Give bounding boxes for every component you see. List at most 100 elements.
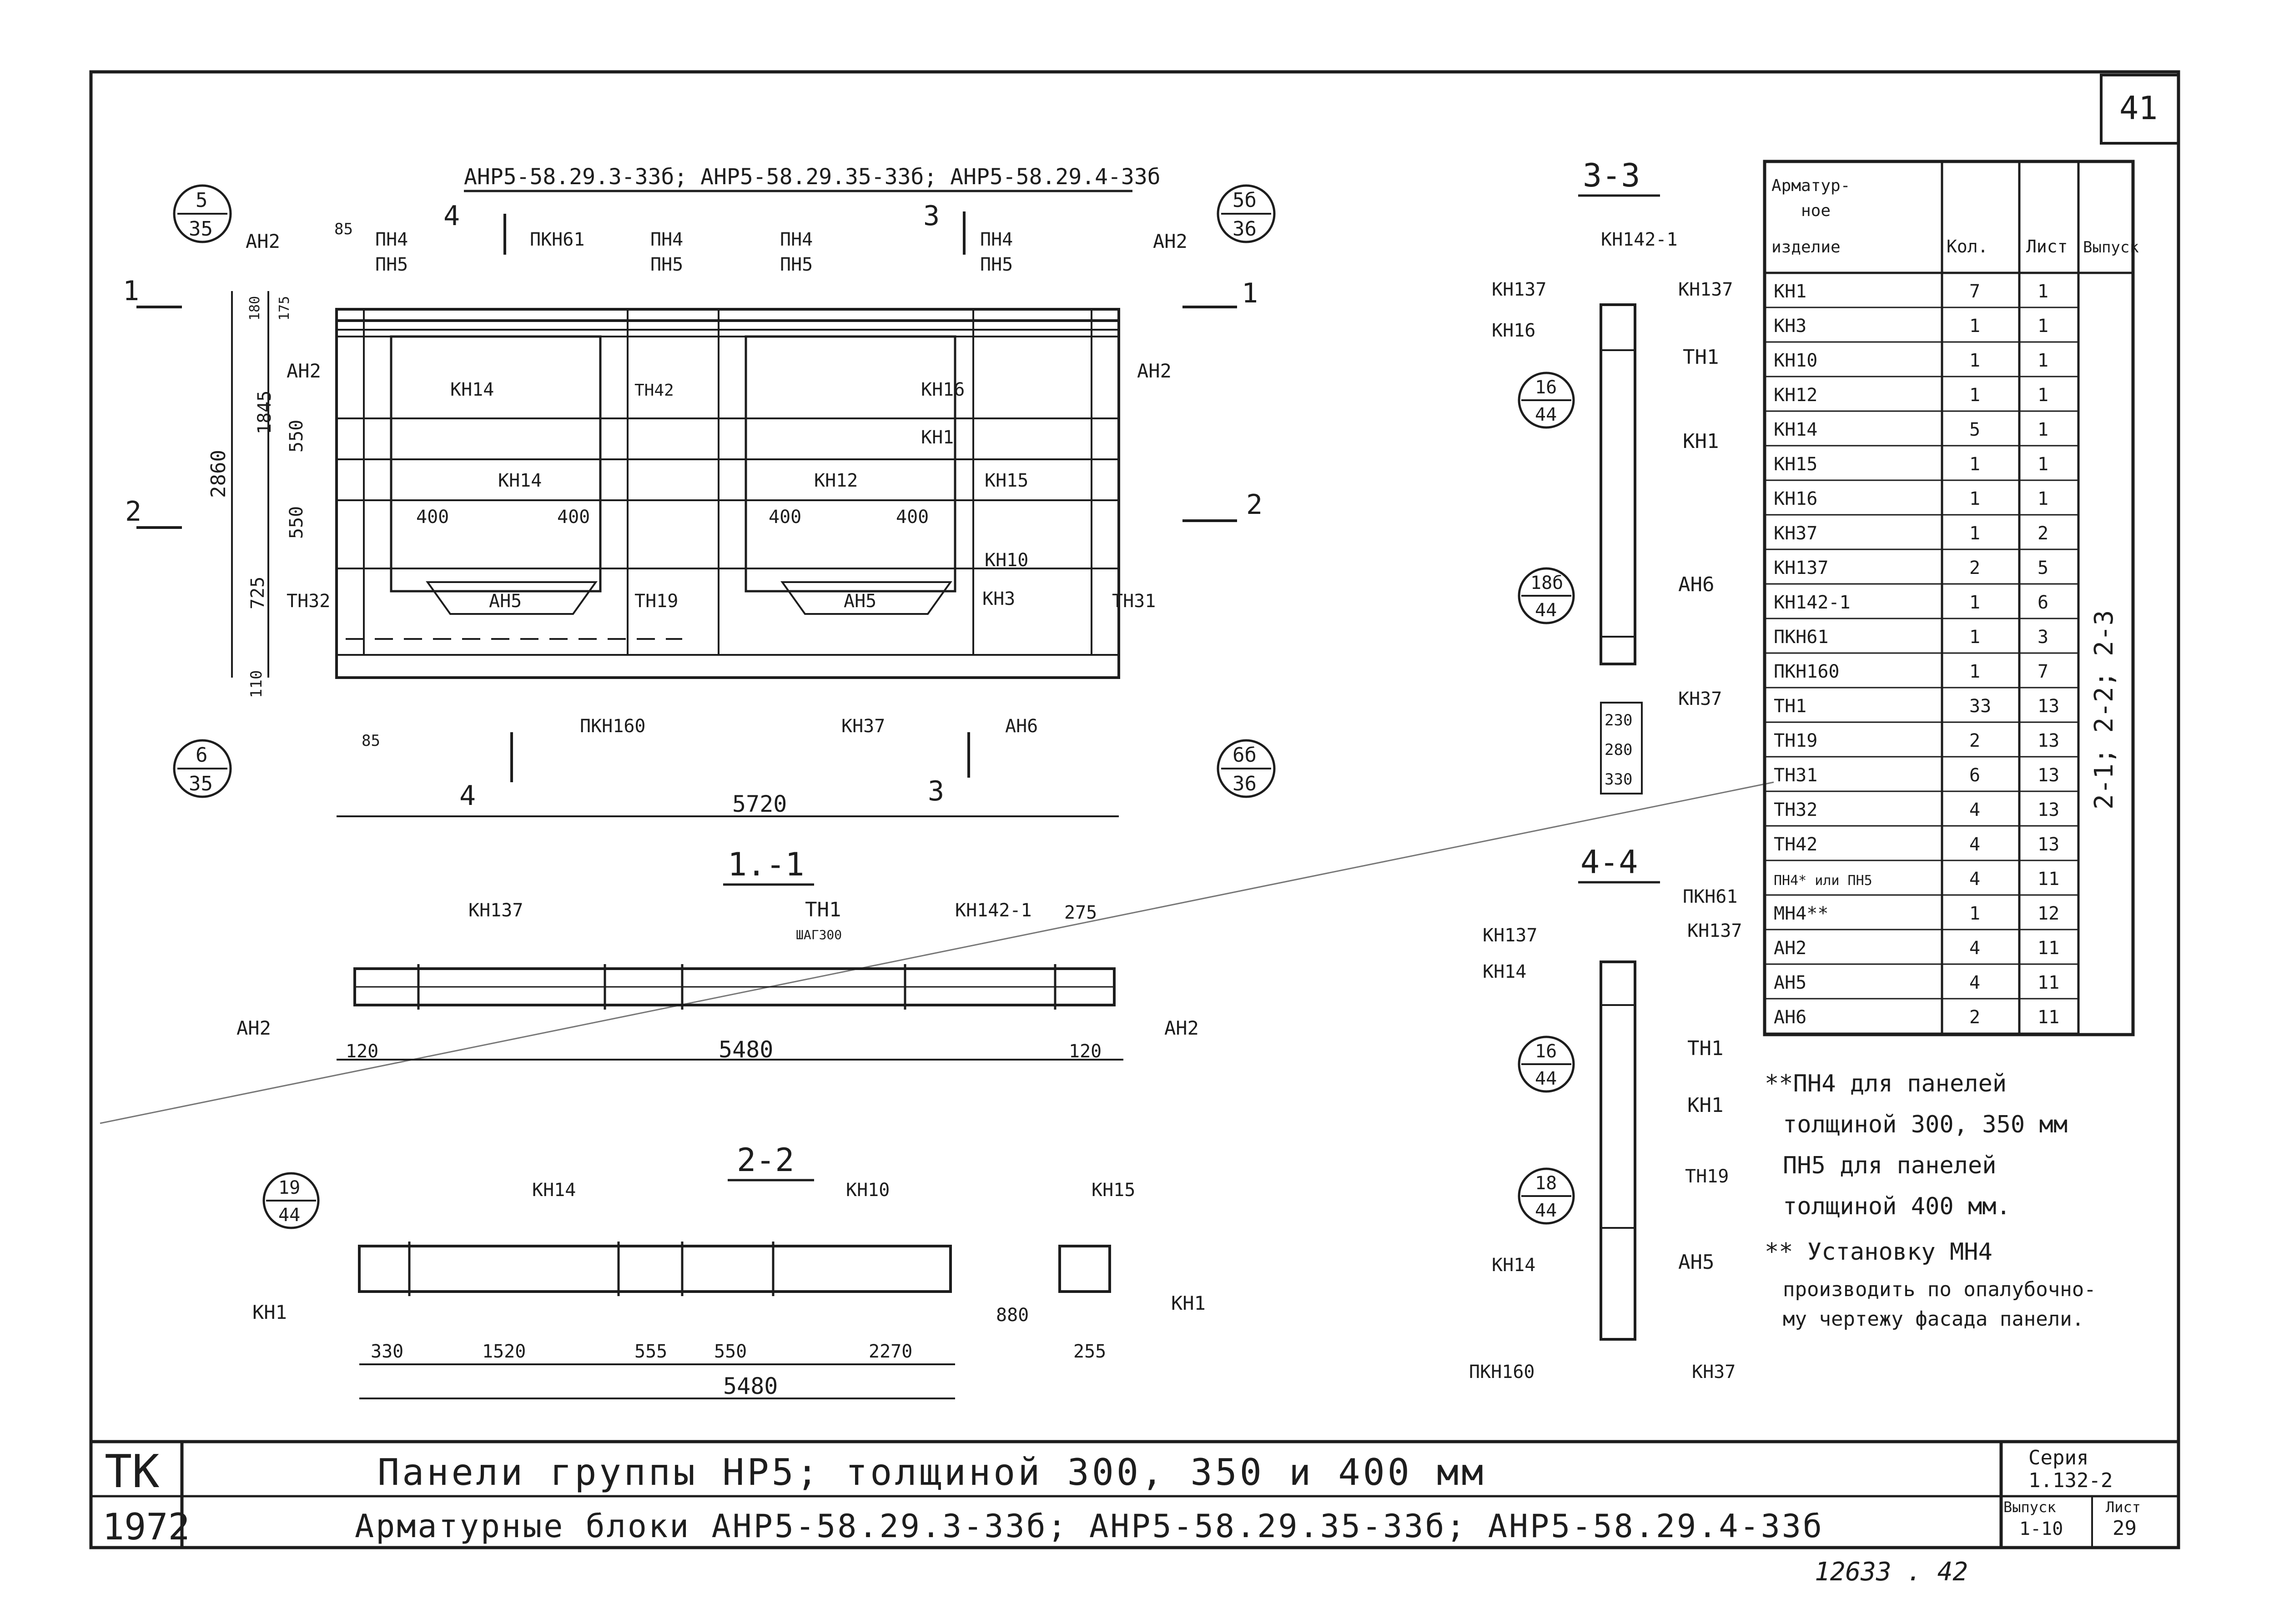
- s11-dim-120-right: 120: [1069, 1041, 1102, 1062]
- s44-label-kn137-right: КН137: [1687, 920, 1742, 941]
- th-qty: Кол.: [1947, 236, 1988, 256]
- spec-item-name: КН137: [1774, 558, 1828, 578]
- note-line-5: ** Установку МН4: [1765, 1238, 1992, 1266]
- svg-text:35: 35: [189, 217, 213, 241]
- spec-item-name: ТН32: [1774, 799, 1817, 820]
- svg-text:6: 6: [196, 744, 208, 767]
- spec-item-sheet: 11: [2038, 1007, 2059, 1028]
- svg-text:44: 44: [1535, 600, 1557, 621]
- label-pn5-1: ПН5: [375, 254, 408, 275]
- spec-item-sheet: 5: [2038, 558, 2048, 578]
- spec-item-name: КН142-1: [1774, 592, 1851, 613]
- spec-item-qty: 1: [1969, 903, 1980, 924]
- spec-item-name: ТН1: [1774, 696, 1806, 717]
- svg-text:36: 36: [1233, 217, 1257, 241]
- s33-label-kn16: КН16: [1492, 320, 1535, 341]
- dim-550-b: 550: [286, 506, 307, 539]
- issue-label: Выпуск: [2003, 1498, 2056, 1516]
- label-tn31: ТН31: [1112, 591, 1156, 612]
- dim-400-1: 400: [416, 507, 449, 528]
- spec-item-name: КН15: [1774, 454, 1817, 475]
- section-4-4: 4-4 ПКН61 КН137 КН137 КН14 ТН1 КН1 ТН19 …: [1469, 844, 1742, 1383]
- sheet-frame: [89, 70, 2180, 1549]
- label-tn19: ТН19: [634, 591, 678, 612]
- th-item-3: изделие: [1771, 238, 1841, 256]
- section-mark-2-right: 2: [1246, 489, 1263, 521]
- s11-label-kn142: КН142-1: [955, 900, 1032, 921]
- spec-item-name: ТН42: [1774, 834, 1817, 855]
- callout-tl: 5 35: [173, 184, 232, 243]
- spec-item-qty: 33: [1969, 696, 1991, 717]
- svg-text:35: 35: [189, 772, 213, 795]
- section-1-1-title: 1.-1: [728, 846, 805, 883]
- window-opening-2: [745, 335, 956, 593]
- label-kn14-2: КН14: [498, 470, 542, 491]
- s11-label-step: ШАГ300: [796, 927, 842, 942]
- section-mark-1-right: 1: [1242, 277, 1258, 309]
- s22-label-kn1-right: КН1: [1171, 1292, 1206, 1314]
- s22-label-kn10: КН10: [846, 1180, 890, 1201]
- spec-item-sheet: 1: [2038, 281, 2048, 302]
- spec-item-sheet: 13: [2038, 730, 2059, 751]
- label-ah5-2: АН5: [844, 591, 876, 612]
- s44-label-kn14-top: КН14: [1483, 961, 1526, 982]
- section-1-1: 1.-1 КН137 ТН1 ШАГ300 КН142-1 275 АН2 АН…: [236, 846, 1199, 1063]
- dim-2860: 2860: [207, 450, 230, 498]
- s22-dim-880: 880: [996, 1305, 1029, 1326]
- s11-label-kn137: КН137: [468, 900, 523, 921]
- label-kn12: КН12: [814, 470, 858, 491]
- notes: **ПН4 для панелей толщиной 300, 350 мм П…: [1765, 1070, 2096, 1331]
- section-mark-1-left: 1: [123, 275, 139, 307]
- spec-item-sheet: 11: [2038, 972, 2059, 993]
- svg-text:5б: 5б: [1233, 189, 1257, 212]
- section-mark-2-left: 2: [125, 496, 141, 528]
- label-pn4-1: ПН4: [375, 229, 408, 250]
- s11-label-ah2-right: АН2: [1164, 1017, 1199, 1039]
- svg-text:19: 19: [278, 1177, 300, 1198]
- label-pn4-4: ПН4: [980, 229, 1013, 250]
- label-kn14-1: КН14: [450, 379, 494, 400]
- spec-item-sheet: 2: [2038, 523, 2048, 544]
- section-4-4-title: 4-4: [1580, 844, 1638, 881]
- spec-item-name: ПКН61: [1774, 627, 1828, 648]
- spec-item-sheet: 13: [2038, 799, 2059, 820]
- dim-400-4: 400: [896, 507, 929, 528]
- svg-text:5: 5: [196, 189, 208, 212]
- svg-text:16: 16: [1535, 1041, 1557, 1062]
- spec-item-sheet: 1: [2038, 316, 2048, 337]
- s22-label-kn1-left: КН1: [252, 1301, 287, 1323]
- scan-artifact-line: [100, 781, 1774, 1124]
- section-mark-4-top: 4: [443, 200, 460, 232]
- s33-label-ah6: АН6: [1678, 573, 1714, 596]
- spec-item-qty: 1: [1969, 488, 1980, 509]
- series-value: 1.132-2: [2028, 1469, 2113, 1492]
- label-kn1: КН1: [921, 427, 954, 448]
- spec-item-sheet: 13: [2038, 834, 2059, 855]
- spec-item-sheet: 13: [2038, 765, 2059, 786]
- s33-label-kn137-left: КН137: [1492, 279, 1546, 300]
- spec-item-qty: 2: [1969, 730, 1980, 751]
- label-ah2-left: АН2: [287, 360, 321, 382]
- spec-item-name: ТН31: [1774, 765, 1817, 786]
- dim-180: 180: [247, 296, 263, 321]
- spec-item-sheet: 3: [2038, 627, 2048, 648]
- label-ah2-tr: АН2: [1153, 230, 1187, 252]
- th-item-1: Арматур-: [1771, 176, 1850, 195]
- spec-item-name: АН5: [1774, 972, 1806, 993]
- sheet-number: 41: [2119, 90, 2158, 127]
- section-mark-4-bottom: 4: [459, 780, 476, 812]
- s33-dim-330: 330: [1605, 770, 1632, 789]
- svg-text:44: 44: [1535, 1200, 1557, 1221]
- dim-550-a: 550: [286, 420, 307, 453]
- note-line-2: толщиной 300, 350 мм: [1783, 1111, 2068, 1138]
- sheet-number-box: [2100, 74, 2180, 145]
- spec-item-sheet: 1: [2038, 385, 2048, 406]
- label-pn4-2: ПН4: [650, 229, 683, 250]
- plan-view: АНР5-58.29.3-33б; АНР5-58.29.35-33б; АНР…: [123, 164, 1276, 817]
- s33-callout-b: 18б 44: [1518, 567, 1575, 624]
- plan-title: АНР5-58.29.3-33б; АНР5-58.29.35-33б; АНР…: [464, 164, 1161, 190]
- s44-label-kn1: КН1: [1687, 1094, 1723, 1117]
- spec-item-name: КН1: [1774, 281, 1806, 302]
- s44-label-pkn160: ПКН160: [1469, 1362, 1535, 1383]
- callout-br: 6б 36: [1217, 739, 1276, 798]
